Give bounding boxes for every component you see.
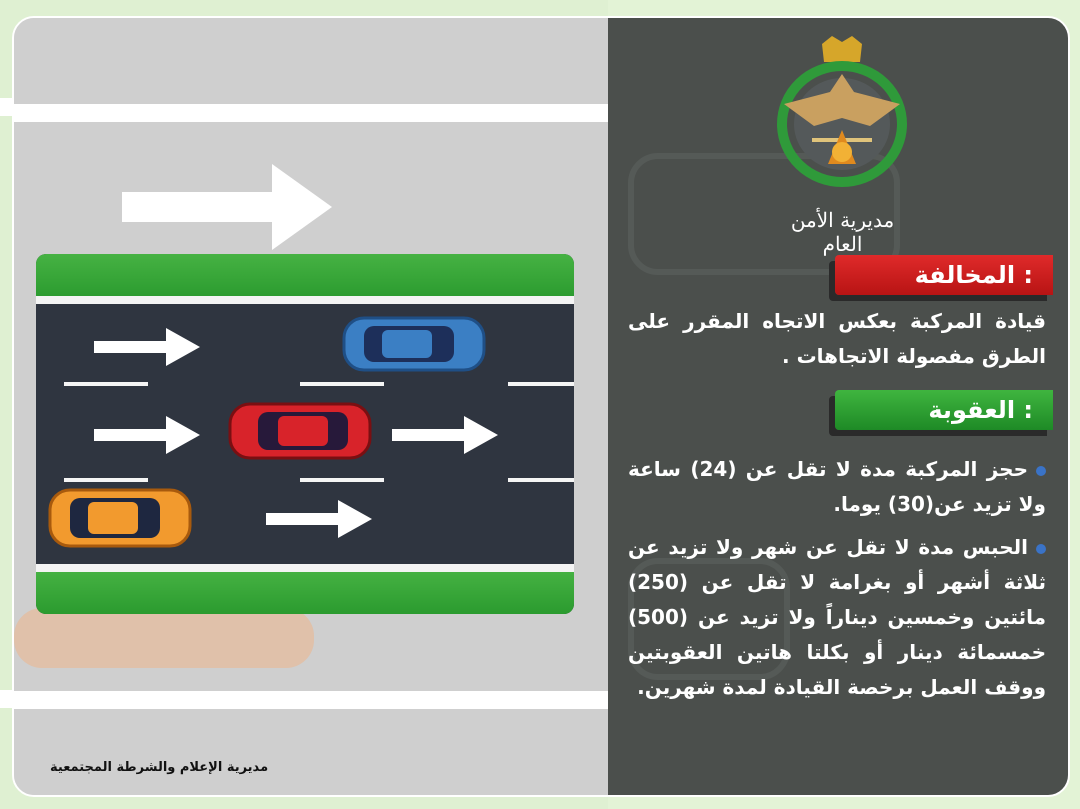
grass-strip-bottom	[36, 570, 574, 614]
arrow-right-icon	[94, 416, 200, 454]
arrow-right-icon	[392, 416, 498, 454]
lane-marking	[508, 478, 574, 482]
red-car-icon	[228, 402, 372, 460]
logo-text: مديرية الأمن العام	[790, 208, 895, 256]
penalty-title: العقوبة :	[835, 390, 1053, 430]
curb-top	[36, 296, 574, 304]
violation-title: المخالفة :	[835, 255, 1053, 295]
penalty-item-text: الحبس مدة لا تقل عن شهر ولا تزيد عن ثلاث…	[628, 535, 1046, 699]
lane-marking	[64, 478, 148, 482]
arrow-right-icon	[94, 328, 200, 366]
ghost-car-shape	[628, 558, 790, 680]
footer-text: مديرية الإعلام والشرطة المجتمعية	[50, 760, 269, 775]
road-edge-line	[14, 691, 608, 709]
bullet-icon	[1036, 465, 1046, 476]
penalty-item-text: حجز المركبة مدة لا تقل عن (24) ساعة ولا …	[628, 457, 1046, 516]
ghost-car-shape	[628, 153, 900, 275]
violation-text: قيادة المركبة بعكس الاتجاه المقرر على ال…	[628, 309, 1046, 368]
curb-bottom	[36, 564, 574, 572]
penalty-item: الحبس مدة لا تقل عن شهر ولا تزيد عن ثلاث…	[628, 530, 1046, 705]
orange-car-icon	[48, 488, 192, 548]
public-security-emblem-icon	[777, 36, 907, 187]
bullet-icon	[1036, 543, 1046, 554]
ghost-car-shape	[14, 608, 314, 668]
penalty-item: حجز المركبة مدة لا تقل عن (24) ساعة ولا …	[628, 452, 1046, 522]
lane-marking	[508, 382, 574, 386]
blue-car-icon	[342, 316, 486, 372]
grass-strip-top	[36, 254, 574, 298]
arrow-right-icon	[122, 164, 332, 250]
road-illustration	[36, 254, 574, 614]
lane-marking	[300, 478, 384, 482]
lane-marking	[64, 382, 148, 386]
arrow-right-icon	[266, 500, 372, 538]
lane-marking	[300, 382, 384, 386]
road-edge-line	[14, 104, 608, 122]
